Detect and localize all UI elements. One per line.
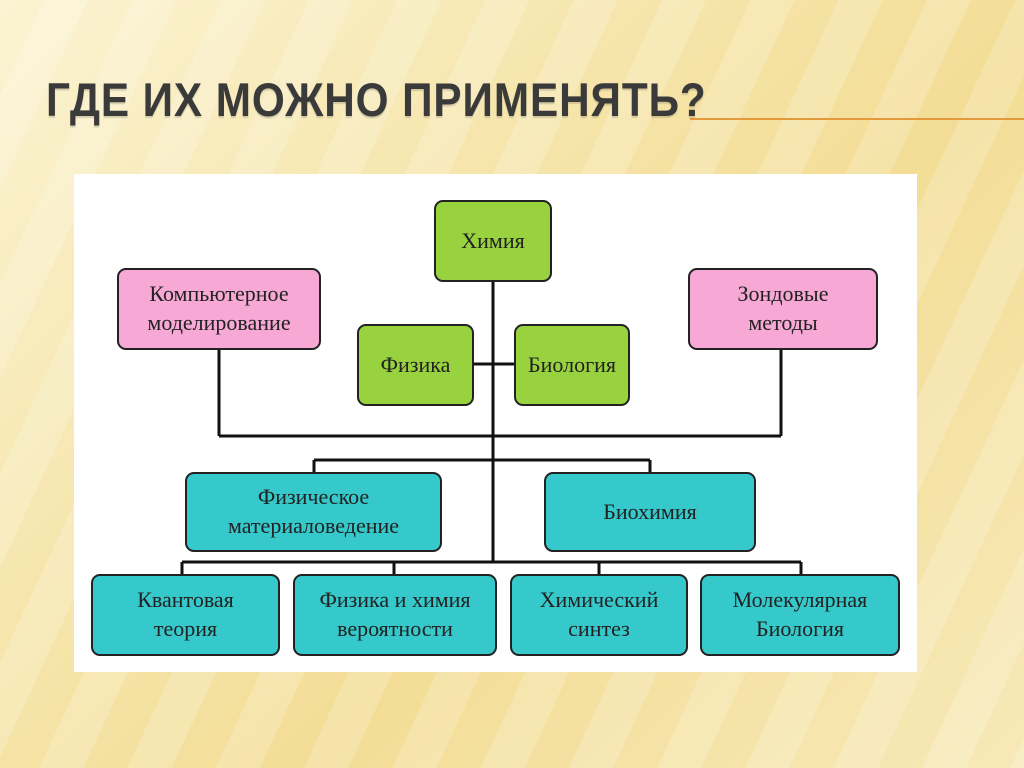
node-physics-chemistry-probability: Физика и химия вероятности <box>293 574 497 656</box>
node-biology: Биология <box>514 324 630 406</box>
node-molecular-biology: Молекулярная Биология <box>700 574 900 656</box>
node-chemical-synthesis: Химический синтез <box>510 574 688 656</box>
title-underline <box>690 118 1024 120</box>
diagram-panel: Химия Компьютерное моделирование Зондовы… <box>74 174 917 672</box>
node-computer-modeling: Компьютерное моделирование <box>117 268 321 350</box>
node-physical-materials-science: Физическое материаловедение <box>185 472 442 552</box>
node-probe-methods: Зондовые методы <box>688 268 878 350</box>
slide-title: ГДЕ ИХ МОЖНО ПРИМЕНЯТЬ? <box>46 73 707 126</box>
connector-lines <box>180 282 803 574</box>
node-physics: Физика <box>357 324 474 406</box>
node-chemistry: Химия <box>434 200 552 282</box>
node-quantum-theory: Квантовая теория <box>91 574 280 656</box>
node-biochemistry: Биохимия <box>544 472 756 552</box>
